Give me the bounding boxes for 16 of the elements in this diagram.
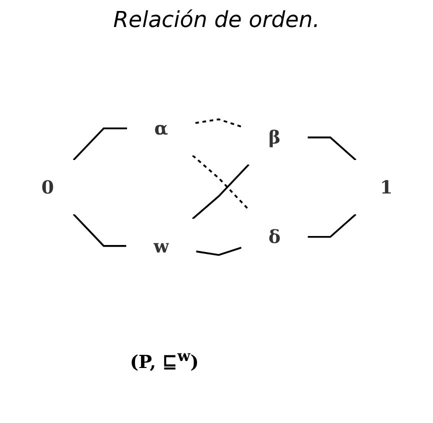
connector [196,246,242,256]
diagram-title: Relación de orden. [112,8,321,33]
order-relation-label: (P, ⊑$^{w}$) [130,347,199,373]
connector [194,118,242,128]
node-text: δ [268,226,280,248]
connector [72,214,126,247]
node-text: 0 [40,176,54,198]
node-text: w [152,234,169,257]
node-text: α [154,117,168,140]
connector [307,213,356,238]
connector [192,164,249,220]
connector [72,127,127,160]
node-text: 1 [380,176,392,198]
connector [192,154,249,210]
node-text: β [268,126,280,148]
connector [307,136,356,161]
